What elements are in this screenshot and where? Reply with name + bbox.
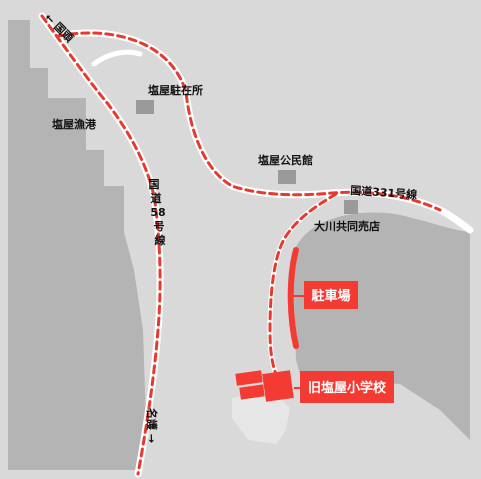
school-callout: 旧塩屋小学校 bbox=[300, 371, 394, 403]
sea-west bbox=[8, 20, 146, 470]
coop-store-building bbox=[344, 200, 358, 214]
community-hall-building bbox=[278, 170, 296, 184]
route-58-char-4: 号 bbox=[154, 220, 165, 233]
parking-label: 駐車場 bbox=[311, 288, 350, 304]
access-route bbox=[40, 14, 442, 476]
route-58-char-5: 線 bbox=[155, 233, 166, 247]
parking-label-box bbox=[304, 281, 358, 309]
police-box-building bbox=[136, 100, 154, 114]
community-hall-label: 塩屋公民館 bbox=[258, 153, 313, 167]
direction-nago-label: 名護 → bbox=[145, 408, 159, 443]
buildings bbox=[136, 100, 358, 214]
route-58-char-1: 国 bbox=[149, 178, 160, 191]
coop-store-label: 大川共同売店 bbox=[314, 219, 380, 233]
parking-callout: 駐車場 bbox=[304, 281, 358, 309]
spur-road bbox=[91, 49, 143, 67]
route-331-dashed bbox=[56, 31, 442, 212]
school-buildings bbox=[235, 370, 294, 402]
fishing-port-label: 塩屋漁港 bbox=[52, 117, 97, 131]
route-331-label: 国道331号線 bbox=[350, 183, 418, 202]
sea-areas bbox=[8, 20, 470, 470]
route-58-char-2: 道 bbox=[151, 191, 162, 205]
sea-east bbox=[290, 212, 470, 440]
route-58-char-3: 58 bbox=[150, 206, 165, 219]
school-grounds bbox=[232, 390, 290, 444]
route-58-dashed bbox=[40, 14, 162, 476]
parking-strip bbox=[287, 247, 299, 349]
school-label-box bbox=[300, 371, 394, 403]
school-building-b bbox=[239, 384, 265, 400]
route-58-label: 国 道 58 号 線 bbox=[149, 178, 166, 247]
police-box-label: 塩屋駐在所 bbox=[148, 83, 203, 97]
school-building-a bbox=[235, 370, 263, 386]
school-label: 旧塩屋小学校 bbox=[308, 380, 387, 396]
school-access-dashed bbox=[268, 192, 338, 376]
school-building-c bbox=[262, 370, 294, 402]
